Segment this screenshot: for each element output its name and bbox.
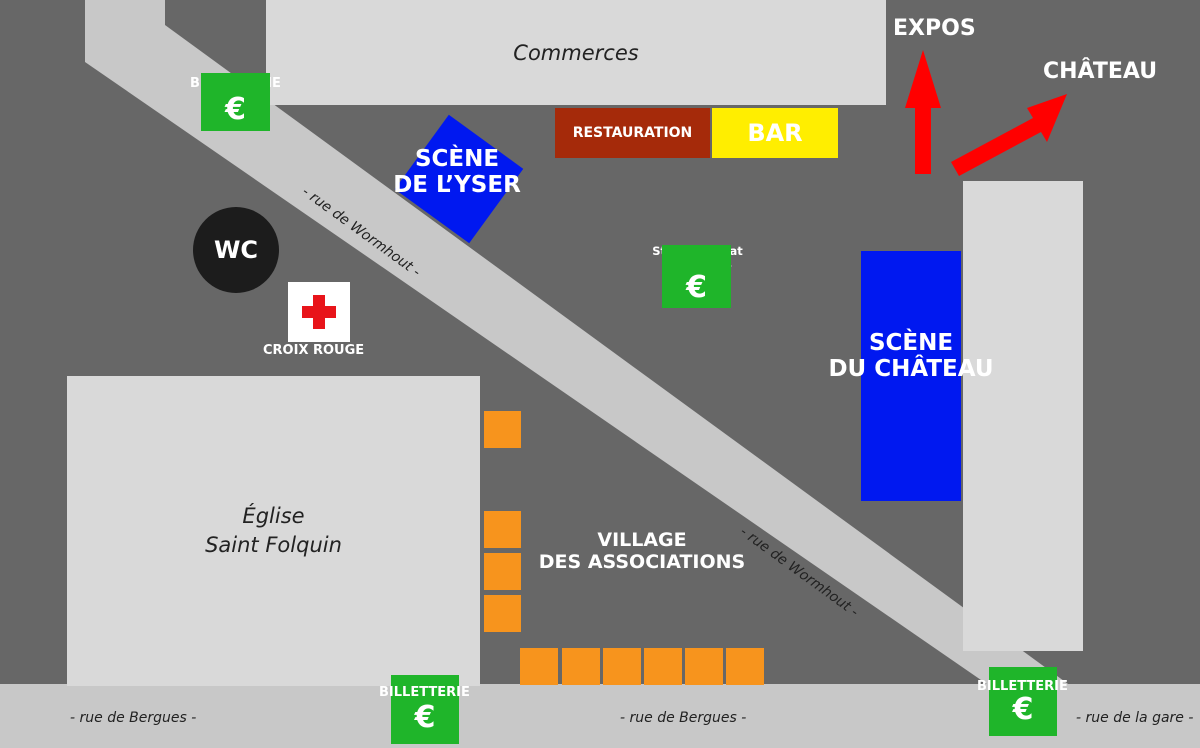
euro-icon: €	[1012, 692, 1034, 727]
croix-rouge-label: CROIX ROUGE	[263, 343, 365, 358]
billetterie-label-bottom-right: BILLETTERIE	[977, 679, 1068, 694]
eglise-label: Église Saint Folquin	[205, 503, 342, 557]
euro-icon: €	[686, 270, 707, 305]
stall[interactable]	[484, 553, 521, 590]
euro-icon: €	[225, 91, 246, 127]
right-building	[963, 181, 1083, 651]
stall[interactable]	[484, 411, 521, 448]
expos-arrow-icon	[905, 50, 941, 175]
stall[interactable]	[726, 648, 764, 685]
stall[interactable]	[484, 595, 521, 632]
billetterie-bottom-center[interactable]: €	[391, 675, 459, 744]
stall[interactable]	[484, 511, 521, 548]
stall[interactable]	[644, 648, 682, 685]
euro-icon: €	[414, 700, 436, 735]
restauration-label: RESTAURATION	[572, 124, 693, 141]
eglise-building: Église Saint Folquin	[67, 376, 480, 686]
stall[interactable]	[685, 648, 723, 685]
scene-chateau-stage[interactable]	[861, 251, 961, 501]
stall[interactable]	[603, 648, 641, 685]
wc-label: WC	[213, 236, 259, 264]
expos-direction-label: EXPOS	[893, 16, 976, 41]
restauration-stand[interactable]: RESTAURATION	[555, 108, 710, 158]
stall[interactable]	[520, 648, 558, 685]
croix-rouge-post[interactable]	[288, 282, 350, 342]
commerces-building: Commerces	[266, 0, 886, 105]
commerces-label: Commerces	[513, 40, 639, 65]
village-associations-label: VILLAGE DES ASSOCIATIONS	[538, 529, 746, 573]
street-label-bergues-center: - rue de Bergues -	[620, 710, 747, 726]
billetterie-label-bottom-center: BILLETTERIE	[379, 685, 470, 700]
wc-marker[interactable]: WC	[193, 207, 279, 293]
scene-yser-label: SCÈNE DE L’YSER	[393, 146, 521, 199]
street-label-bergues-left: - rue de Bergues -	[70, 710, 197, 726]
billetterie-top[interactable]: €	[201, 73, 270, 131]
road-rue-de-wormhout	[85, 0, 1090, 700]
stall[interactable]	[562, 648, 600, 685]
bar-stand[interactable]: BAR	[712, 108, 838, 158]
red-cross-icon	[302, 295, 336, 329]
billetterie-bottom-right[interactable]: €	[989, 667, 1057, 736]
chateau-direction-label: CHÂTEAU	[1043, 59, 1158, 84]
scene-chateau-label: SCÈNE DU CHÂTEAU	[828, 330, 994, 383]
chateau-arrow-icon	[945, 92, 1070, 177]
street-label-gare: - rue de la gare -	[1076, 710, 1194, 726]
stand-labels-booth[interactable]: €	[662, 245, 731, 308]
bar-label: BAR	[747, 119, 803, 147]
